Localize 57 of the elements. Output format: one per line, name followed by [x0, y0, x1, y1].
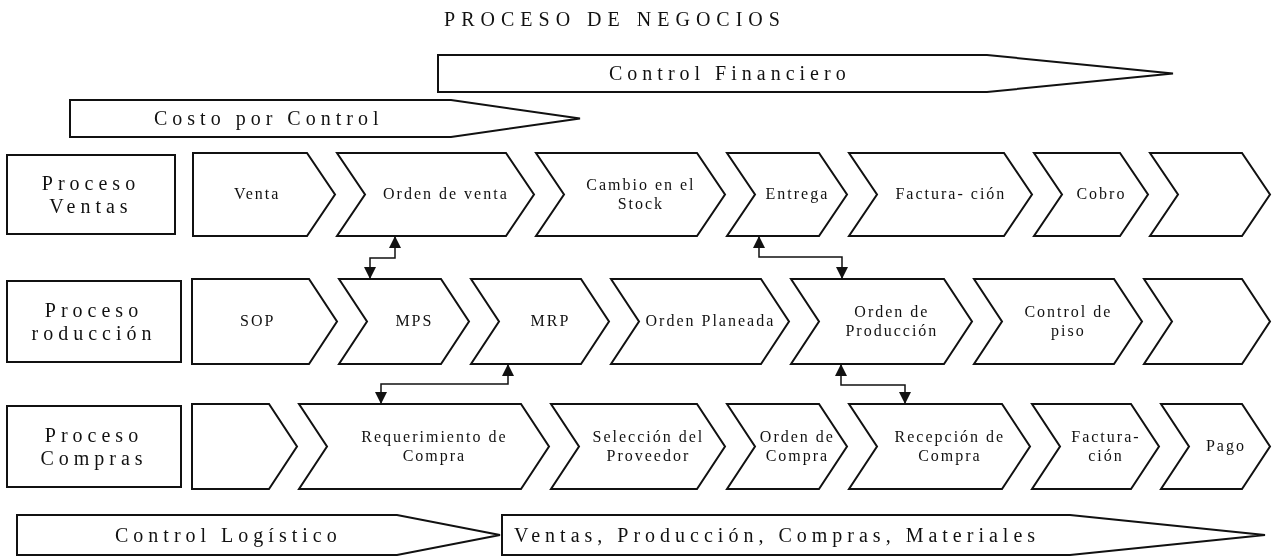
process-step: [974, 279, 1142, 364]
process-name: Proceso Compras: [39, 423, 149, 470]
process-step: [1032, 404, 1159, 489]
step-label: Orden de venta: [383, 185, 509, 204]
step-label: Orden de Producción: [844, 303, 940, 340]
process-step: [536, 153, 725, 236]
double-arrow: [753, 235, 848, 280]
control-band: [70, 100, 580, 137]
double-arrow: [375, 363, 514, 405]
double-arrow: [364, 235, 401, 280]
step-label: Orden Planeada: [645, 312, 776, 331]
process-step: [193, 153, 335, 236]
step-label: Factura- ción: [1070, 428, 1142, 465]
process-step: [339, 279, 469, 364]
step-label: Recepción de Compra: [893, 428, 1007, 465]
step-label: Requerimiento de Compra: [360, 428, 509, 465]
step-label: Pago: [1205, 437, 1246, 456]
process-name: Proceso roducción: [30, 298, 158, 345]
step-label: Entrega: [765, 185, 830, 204]
band-label: Control Financiero: [609, 62, 851, 85]
step-label: Cambio en el Stock: [585, 176, 697, 213]
process-step: [727, 404, 847, 489]
step-label: MRP: [530, 312, 571, 331]
step-label: Cobro: [1076, 185, 1127, 204]
process-step: [849, 404, 1030, 489]
process-step: [471, 279, 609, 364]
step-label: Control de piso: [1023, 303, 1114, 340]
band-label: Costo por Control: [154, 107, 384, 130]
control-band: [502, 515, 1265, 555]
process-step: [791, 279, 972, 364]
process-label-box: [7, 155, 175, 234]
step-label: Venta: [234, 185, 281, 204]
band-label: Control Logístico: [115, 523, 342, 547]
process-name: Proceso Ventas: [40, 171, 142, 218]
control-band: [17, 515, 500, 555]
step-label: Orden de Compra: [759, 428, 836, 465]
step-label: Factura- ción: [895, 185, 1007, 204]
process-step: [1034, 153, 1148, 236]
step-label: SOP: [240, 312, 276, 331]
diagram-title: PROCESO DE NEGOCIOS: [444, 8, 786, 30]
control-band: [438, 55, 1173, 92]
step-label: MPS: [395, 312, 434, 331]
process-step: [1144, 279, 1270, 364]
process-step: [551, 404, 725, 489]
process-label-box: [7, 281, 181, 362]
process-label-box: [7, 406, 181, 487]
band-label: Ventas, Producción, Compras, Materiales: [514, 523, 1041, 547]
process-step: [849, 153, 1032, 236]
step-label: Selección del Proveedor: [591, 428, 706, 465]
process-step: [337, 153, 534, 236]
process-step: [727, 153, 847, 236]
process-step: [1161, 404, 1270, 489]
process-step: [192, 404, 297, 489]
process-step: [611, 279, 789, 364]
process-step: [192, 279, 337, 364]
process-step: [1150, 153, 1270, 236]
double-arrow: [835, 363, 911, 405]
